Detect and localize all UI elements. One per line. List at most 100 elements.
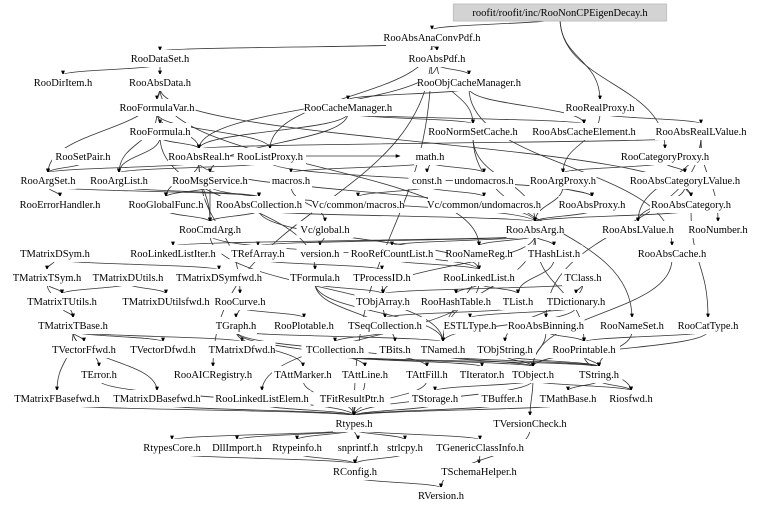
node-rooabsreallvalue-h[interactable]: RooAbsRealLValue.h xyxy=(656,127,748,138)
node-estltype-h[interactable]: ESTLType.h xyxy=(444,321,498,332)
node-tmatrixtutils-h[interactable]: TMatrixTUtils.h xyxy=(27,297,97,308)
node-rooprintable-h[interactable]: RooPrintable.h xyxy=(552,345,616,356)
node-tstring-h[interactable]: TString.h xyxy=(579,370,620,381)
node-roolinkedlistelem-h[interactable]: RooLinkedListElem.h xyxy=(215,394,309,405)
node-rooabsanaconvpdf-h[interactable]: RooAbsAnaConvPdf.h xyxy=(383,33,481,44)
node-tmatrixtsym-h[interactable]: TMatrixTSym.h xyxy=(13,273,82,284)
node-tcollection-h[interactable]: TCollection.h xyxy=(306,345,365,356)
node-tobjstring-h[interactable]: TObjString.h xyxy=(477,345,533,356)
node-vc-common-macros-h[interactable]: Vc/common/macros.h xyxy=(311,200,405,211)
node-terror-h[interactable]: TError.h xyxy=(81,370,118,381)
node-rooabscacheelement-h[interactable]: RooAbsCacheElement.h xyxy=(532,127,636,138)
node-tclass-h[interactable]: TClass.h xyxy=(564,273,602,284)
node-roomsgservice-h[interactable]: RooMsgService.h xyxy=(172,176,248,187)
node-version-h[interactable]: version.h xyxy=(301,249,341,260)
node-tmathbase-h[interactable]: TMathBase.h xyxy=(540,394,598,405)
node-tattfill-h[interactable]: TAttFill.h xyxy=(406,370,448,381)
node-rooglobalfunc-h[interactable]: RooGlobalFunc.h xyxy=(129,200,205,211)
node-vc-global-h[interactable]: Vc/global.h xyxy=(300,225,350,236)
node-roonumber-h[interactable]: RooNumber.h xyxy=(688,225,748,236)
node-rconfig-h[interactable]: RConfig.h xyxy=(333,467,378,478)
node-rooplotable-h[interactable]: RooPlotable.h xyxy=(274,321,335,332)
node-tseqcollection-h[interactable]: TSeqCollection.h xyxy=(348,321,423,332)
node-rooabsdata-h[interactable]: RooAbsData.h xyxy=(129,78,192,89)
node-snprintf-h[interactable]: snprintf.h xyxy=(338,443,379,454)
node-trefarray-h[interactable]: TRefArray.h xyxy=(231,249,285,260)
node-roonormsetcache-h[interactable]: RooNormSetCache.h xyxy=(428,127,518,138)
node-roocachemanager-h[interactable]: RooCacheManager.h xyxy=(304,103,393,114)
node-riosfwd-h[interactable]: Riosfwd.h xyxy=(609,394,653,405)
node-rooobjcachemanager-h[interactable]: RooObjCacheManager.h xyxy=(417,78,522,89)
node-tversioncheck-h[interactable]: TVersionCheck.h xyxy=(493,419,567,430)
node-vc-common-undomacros-h[interactable]: Vc/common/undomacros.h xyxy=(427,200,542,211)
node-roocurve-h[interactable]: RooCurve.h xyxy=(214,297,266,308)
node-roolistproxy-h[interactable]: RooListProxy.h xyxy=(237,152,304,163)
node-rooabsreal-h[interactable]: RooAbsReal.h xyxy=(168,152,230,163)
node-tmatrixdbasefwd-h[interactable]: TMatrixDBasefwd.h xyxy=(113,394,201,405)
node-rooarglist-h[interactable]: RooArgList.h xyxy=(90,176,149,187)
node-tdictionary-h[interactable]: TDictionary.h xyxy=(547,297,606,308)
node-rooabsbinning-h[interactable]: RooAbsBinning.h xyxy=(508,321,585,332)
node-tmatrixdsymfwd-h[interactable]: TMatrixDSymfwd.h xyxy=(176,273,263,284)
node-tbuffer-h[interactable]: TBuffer.h xyxy=(482,394,524,405)
node-tattmarker-h[interactable]: TAttMarker.h xyxy=(274,370,332,381)
node-rooargproxy-h[interactable]: RooArgProxy.h xyxy=(530,176,597,187)
node-roocattype-h[interactable]: RooCatType.h xyxy=(678,321,740,332)
node-rooabspdf-h[interactable]: RooAbsPdf.h xyxy=(409,54,467,65)
node-rooabscollection-h[interactable]: RooAbsCollection.h xyxy=(216,200,303,211)
node-strlcpy-h[interactable]: strlcpy.h xyxy=(387,443,424,454)
node-tschemahelper-h[interactable]: TSchemaHelper.h xyxy=(441,467,517,478)
node-tstorage-h[interactable]: TStorage.h xyxy=(412,394,459,405)
node-tobjarray-h[interactable]: TObjArray.h xyxy=(356,297,410,308)
node-rooformulavar-h[interactable]: RooFormulaVar.h xyxy=(120,103,196,114)
node-roolinkedlistiter-h[interactable]: RooLinkedListIter.h xyxy=(130,249,216,260)
node-rooabscache-h[interactable]: RooAbsCache.h xyxy=(638,249,707,260)
node-rooaicregistry-h[interactable]: RooAICRegistry.h xyxy=(174,370,253,381)
node-tbits-h[interactable]: TBits.h xyxy=(379,345,411,356)
node-tvectordfwd-h[interactable]: TVectorDfwd.h xyxy=(130,345,196,356)
node-rooabsarg-h[interactable]: RooAbsArg.h xyxy=(506,225,565,236)
node-tmatrixdsym-h[interactable]: TMatrixDSym.h xyxy=(20,249,90,260)
node-rtypescore-h[interactable]: RtypesCore.h xyxy=(143,443,201,454)
node-tformula-h[interactable]: TFormula.h xyxy=(290,273,341,284)
node-roohashtable-h[interactable]: RooHashTable.h xyxy=(421,297,492,308)
node-tmatrixdfwd-h[interactable]: TMatrixDfwd.h xyxy=(209,345,277,356)
node-roorefcountlist-h[interactable]: RooRefCountList.h xyxy=(351,249,434,260)
node-roolinkedlist-h[interactable]: RooLinkedList.h xyxy=(443,273,515,284)
node-rooabscategorylvalue-h[interactable]: RooAbsCategoryLValue.h xyxy=(630,176,741,187)
node-roorealproxy-h[interactable]: RooRealProxy.h xyxy=(565,103,635,114)
node-tattline-h[interactable]: TAttLine.h xyxy=(342,370,389,381)
node-roonameset-h[interactable]: RooNameSet.h xyxy=(600,321,665,332)
node-roodiritem-h[interactable]: RooDirItem.h xyxy=(34,78,93,89)
node-tgraph-h[interactable]: TGraph.h xyxy=(216,321,257,332)
node-tmatrixdutilsfwd-h[interactable]: TMatrixDUtilsfwd.h xyxy=(122,297,210,308)
node-tmatrixfbasefwd-h[interactable]: TMatrixFBasefwd.h xyxy=(14,394,100,405)
node-roocmdarg-h[interactable]: RooCmdArg.h xyxy=(179,225,242,236)
node-tvectorffwd-h[interactable]: TVectorFfwd.h xyxy=(52,345,117,356)
node-roocategoryproxy-h[interactable]: RooCategoryProxy.h xyxy=(621,152,710,163)
node-macros-h[interactable]: macros.h xyxy=(272,176,311,187)
node-rtypeinfo-h[interactable]: Rtypeinfo.h xyxy=(272,443,323,454)
node-thashlist-h[interactable]: THashList.h xyxy=(528,249,581,260)
node-const-h[interactable]: const.h xyxy=(412,176,443,187)
node-tmatrixtbase-h[interactable]: TMatrixTBase.h xyxy=(38,321,108,332)
node-rooabslvalue-h[interactable]: RooAbsLValue.h xyxy=(602,225,674,236)
node-tfitresultptr-h[interactable]: TFitResultPtr.h xyxy=(320,394,385,405)
node-rtypes-h[interactable]: Rtypes.h xyxy=(335,419,373,430)
node-math-h[interactable]: math.h xyxy=(416,152,446,163)
node-rversion-h[interactable]: RVersion.h xyxy=(418,491,465,502)
node-undomacros-h[interactable]: undomacros.h xyxy=(454,176,514,187)
node-tlist-h[interactable]: TList.h xyxy=(503,297,534,308)
node-tmatrixdutils-h[interactable]: TMatrixDUtils.h xyxy=(93,273,165,284)
node-tobject-h[interactable]: TObject.h xyxy=(512,370,555,381)
node-roosetpair-h[interactable]: RooSetPair.h xyxy=(55,152,111,163)
node-roodataset-h[interactable]: RooDataSet.h xyxy=(131,54,190,65)
node-rooformula-h[interactable]: RooFormula.h xyxy=(130,127,192,138)
node-rooargset-h[interactable]: RooArgSet.h xyxy=(21,176,77,187)
node-tgenericclassinfo-h[interactable]: TGenericClassInfo.h xyxy=(436,443,525,454)
node-rooabsproxy-h[interactable]: RooAbsProxy.h xyxy=(559,200,626,211)
node-rooerrorhandler-h[interactable]: RooErrorHandler.h xyxy=(20,200,102,211)
node-titerator-h[interactable]: TIterator.h xyxy=(460,370,505,381)
node-tprocessid-h[interactable]: TProcessID.h xyxy=(353,273,411,284)
node-tnamed-h[interactable]: TNamed.h xyxy=(421,345,466,356)
